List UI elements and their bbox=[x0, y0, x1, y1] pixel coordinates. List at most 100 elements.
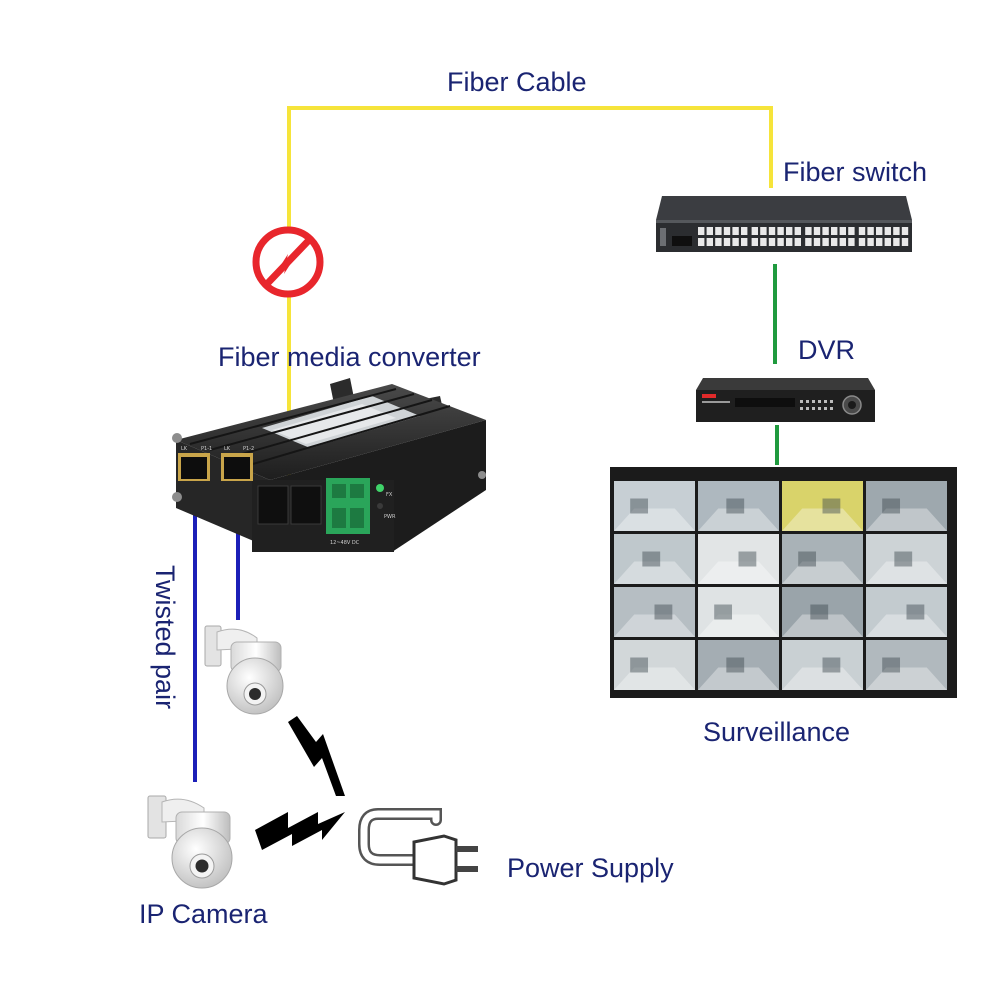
switch-port bbox=[867, 238, 874, 246]
switch-port bbox=[813, 227, 821, 235]
switch-port bbox=[813, 238, 821, 246]
video-tile-object bbox=[882, 498, 901, 514]
switch-port bbox=[741, 238, 748, 246]
switch-port bbox=[715, 227, 722, 235]
video-tile bbox=[698, 481, 779, 531]
switch-port bbox=[768, 227, 776, 235]
switch-port bbox=[822, 238, 829, 246]
video-tile-object bbox=[894, 551, 913, 567]
switch-port bbox=[706, 238, 713, 246]
switch-port bbox=[822, 227, 829, 235]
switch-port bbox=[698, 238, 705, 246]
video-tile bbox=[866, 640, 947, 690]
dvr-label: DVR bbox=[798, 335, 855, 365]
video-tile-floor bbox=[614, 508, 695, 531]
converter-port-3-mark: LK bbox=[224, 446, 231, 452]
video-tile-floor bbox=[782, 508, 863, 531]
surveillance-label: Surveillance bbox=[703, 717, 850, 747]
fiber-switch-device bbox=[656, 196, 912, 252]
switch-port bbox=[831, 238, 838, 246]
video-tile-floor bbox=[782, 561, 863, 584]
switch-port bbox=[848, 227, 855, 235]
power-plug-icon bbox=[358, 808, 478, 886]
video-tile-object bbox=[726, 498, 745, 514]
switch-port bbox=[794, 238, 801, 246]
video-tile bbox=[698, 640, 779, 690]
video-tile-floor bbox=[614, 667, 695, 690]
switch-port bbox=[777, 227, 784, 235]
switch-port bbox=[867, 227, 874, 235]
video-tile-floor bbox=[782, 614, 863, 637]
fiber-cable-label: Fiber Cable bbox=[447, 67, 587, 97]
switch-port bbox=[786, 238, 793, 246]
video-tile-object bbox=[882, 657, 901, 673]
fiber-switch-label: Fiber switch bbox=[783, 157, 927, 187]
switch-port bbox=[794, 227, 801, 235]
switch-port bbox=[760, 227, 767, 235]
converter-led-pwr-mark: PWR bbox=[384, 514, 396, 520]
ip-camera-label: IP Camera bbox=[139, 899, 269, 929]
video-tile bbox=[866, 481, 947, 531]
video-tile-floor bbox=[698, 667, 779, 690]
video-tile-floor bbox=[614, 561, 695, 584]
fiber-media-converter-label: Fiber media converter bbox=[218, 342, 481, 372]
lightning-bolt-icon bbox=[288, 716, 345, 796]
converter-port-1-mark: LK bbox=[181, 446, 188, 452]
video-tile bbox=[614, 587, 695, 637]
video-tile-floor bbox=[866, 508, 947, 531]
video-tile-object bbox=[630, 498, 649, 514]
video-tile-object bbox=[714, 604, 733, 620]
switch-port bbox=[831, 227, 838, 235]
switch-port bbox=[876, 238, 883, 246]
switch-port bbox=[876, 227, 883, 235]
switch-port bbox=[751, 227, 758, 235]
switch-port bbox=[741, 227, 748, 235]
video-tile-floor bbox=[698, 614, 779, 637]
switch-port bbox=[893, 238, 900, 246]
ip-camera-icon bbox=[204, 625, 284, 715]
video-tile-object bbox=[726, 657, 745, 673]
video-tile-object bbox=[654, 604, 673, 620]
converter-port-4-mark: P1-2 bbox=[243, 446, 254, 452]
video-tile bbox=[782, 534, 863, 584]
video-tile bbox=[614, 534, 695, 584]
switch-port bbox=[848, 238, 855, 246]
no-interference-sign-icon bbox=[252, 226, 324, 298]
switch-port bbox=[805, 238, 812, 246]
switch-port bbox=[768, 238, 776, 246]
power-supply-label: Power Supply bbox=[507, 853, 674, 883]
video-tile-floor bbox=[782, 667, 863, 690]
video-tile-object bbox=[810, 604, 829, 620]
switch-port bbox=[884, 238, 891, 246]
video-tile-object bbox=[630, 657, 649, 673]
video-tile bbox=[866, 587, 947, 637]
switch-port bbox=[715, 238, 722, 246]
switch-port bbox=[760, 238, 767, 246]
video-tile-floor bbox=[698, 561, 779, 584]
video-tile bbox=[866, 534, 947, 584]
video-tile bbox=[614, 481, 695, 531]
surveillance-monitor-wall bbox=[610, 467, 957, 698]
switch-port bbox=[777, 238, 784, 246]
video-tile-floor bbox=[866, 561, 947, 584]
video-tile bbox=[698, 534, 779, 584]
switch-port bbox=[732, 238, 739, 246]
dvr-device bbox=[696, 378, 875, 422]
video-tile bbox=[782, 481, 863, 531]
video-tile bbox=[782, 587, 863, 637]
switch-port bbox=[858, 238, 866, 246]
video-tile bbox=[614, 640, 695, 690]
switch-port bbox=[858, 227, 866, 235]
converter-terminal-mark: 12~48V DC bbox=[330, 540, 360, 546]
video-tile-object bbox=[822, 657, 841, 673]
switch-port bbox=[884, 227, 891, 235]
video-tile-object bbox=[822, 498, 841, 514]
switch-port bbox=[805, 227, 812, 235]
fiber-cable-line bbox=[287, 106, 773, 507]
video-tile-floor bbox=[614, 614, 695, 637]
switch-port bbox=[751, 238, 758, 246]
video-tile-object bbox=[738, 551, 757, 567]
switch-port bbox=[901, 227, 909, 235]
fiber-media-converter-device: LK P1-1 LK P1-2 12~48V DC FX PWR bbox=[172, 378, 486, 552]
video-tile bbox=[782, 640, 863, 690]
